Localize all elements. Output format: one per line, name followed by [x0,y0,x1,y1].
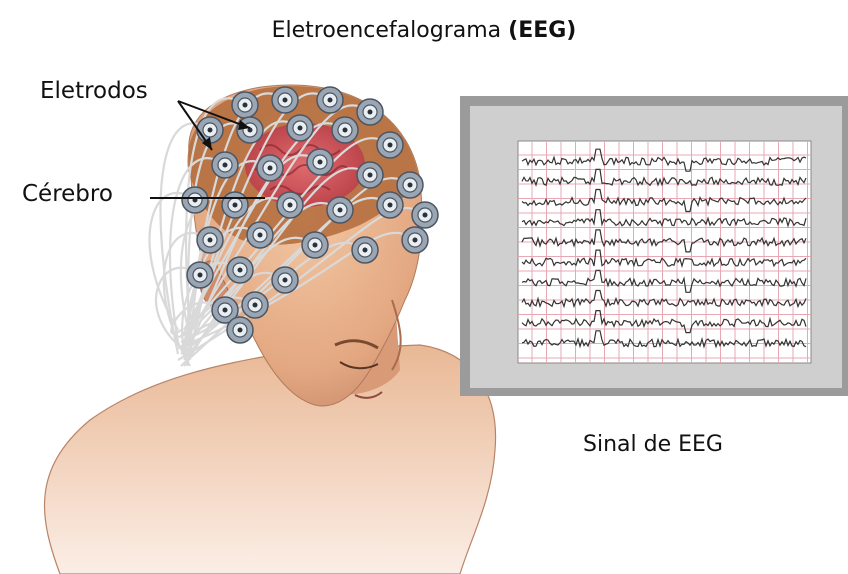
electrode [247,222,273,248]
label-eeg-signal: Sinal de EEG [583,432,723,457]
title-main: Eletroencefalograma [272,18,502,43]
title-abbreviation: (EEG) [508,18,576,43]
electrode [332,117,358,143]
electrode [397,172,423,198]
electrode [272,87,298,113]
shoulders [45,345,496,574]
electrode [357,162,383,188]
electrode [317,87,343,113]
label-brain: Cérebro [22,181,113,207]
electrode [212,152,238,178]
electrode [412,202,438,228]
electrode [227,317,253,343]
label-electrodes: Eletrodos [40,78,148,104]
electrode [307,149,333,175]
electrode [352,237,378,263]
electrode [242,292,268,318]
electrode [187,262,213,288]
electrode [377,192,403,218]
electrode [197,227,223,253]
electrode [357,99,383,125]
page-title: Eletroencefalograma (EEG) [0,18,848,43]
electrode [302,232,328,258]
electrode [182,187,208,213]
electrode [327,197,353,223]
electrode [232,92,258,118]
electrode [257,155,283,181]
electrode [222,192,248,218]
electrode [227,257,253,283]
electrode [272,267,298,293]
electrode [277,192,303,218]
electrode [402,227,428,253]
electrode [287,115,313,141]
electrode [377,132,403,158]
monitor-screen [518,141,811,363]
